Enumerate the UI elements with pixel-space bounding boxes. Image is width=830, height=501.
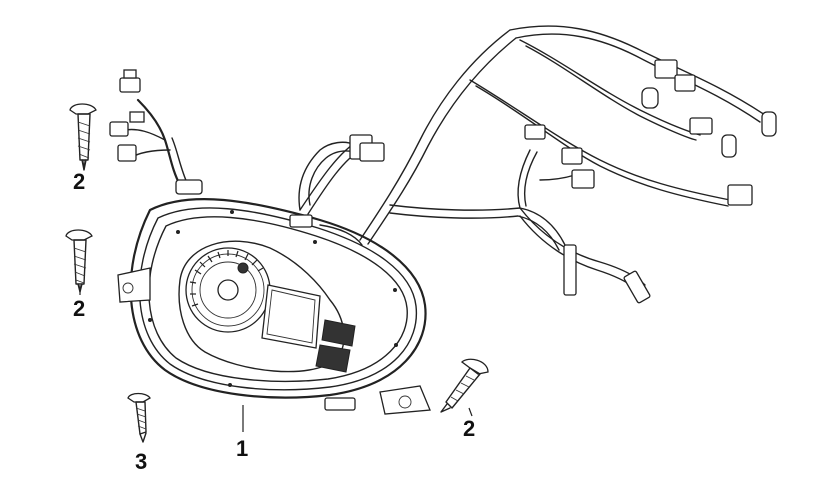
- screw-right: [440, 358, 489, 413]
- connector-mid: [349, 134, 385, 162]
- terminal-leads: [563, 244, 651, 304]
- connector-upper-right: [641, 59, 777, 206]
- callout-meter-assembly: 1: [236, 436, 249, 461]
- screw-top: [69, 103, 97, 171]
- meter-assembly: [117, 179, 431, 415]
- callout-screw-right: 2: [463, 416, 476, 441]
- screw-middle: [65, 229, 93, 293]
- screw-small: [127, 392, 151, 443]
- rim-holes: [148, 210, 398, 387]
- connector-center-cluster: [524, 124, 595, 189]
- gauge-ticks: [189, 250, 264, 307]
- leader-lines: [79, 160, 473, 432]
- callout-screw-small: 3: [135, 449, 148, 474]
- callout-screw-middle: 2: [73, 296, 86, 321]
- connector-top-left: [109, 69, 145, 162]
- connectors: [109, 59, 777, 304]
- callout-screw-top: 2: [73, 169, 86, 194]
